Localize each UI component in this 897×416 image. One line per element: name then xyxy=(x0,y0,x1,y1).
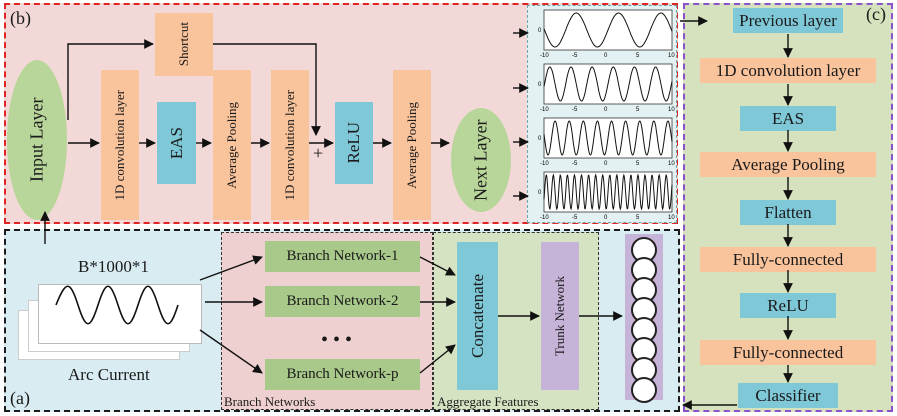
arrow-branchp-to-concat xyxy=(419,344,456,374)
panel-a-label: (a) xyxy=(10,388,30,408)
mini-plot-tick: 10 xyxy=(668,161,675,167)
panel-c-layer: Average Pooling xyxy=(700,152,876,177)
panel-c-label: (c) xyxy=(866,4,886,24)
conv1-box: 1D convolution layer xyxy=(101,70,139,220)
output-node-stack xyxy=(631,237,657,403)
mini-plot-tick: -5 xyxy=(572,161,578,167)
mini-plot-ytick: 0 xyxy=(538,136,542,142)
arrow-shortcut-to-add xyxy=(213,43,321,136)
mini-plot-tick: 10 xyxy=(668,53,675,59)
panel-c-layer: Fully-connected xyxy=(700,247,876,272)
mini-plot-curve xyxy=(543,66,673,102)
aggregate-features-label: Aggregate Features xyxy=(437,394,539,409)
shortcut-box: Shortcut xyxy=(155,13,213,76)
mini-plot-tick: 0 xyxy=(604,161,608,167)
mini-plot-tick: -5 xyxy=(572,107,578,113)
output-layer xyxy=(625,234,663,403)
mini-plot-tick: 5 xyxy=(636,161,640,167)
add-symbol: + xyxy=(313,143,324,163)
mini-plot-tick: 5 xyxy=(636,215,640,221)
mini-plot-tick: -5 xyxy=(572,53,578,59)
arc-current-waveforms xyxy=(18,284,202,360)
mini-plot-tick: 10 xyxy=(668,107,675,113)
trunk-network-box: Trunk Network xyxy=(541,242,579,390)
relu-box: ReLU xyxy=(335,102,373,184)
branch-network-p: Branch Network-p xyxy=(265,359,420,390)
mini-plot-tick: 0 xyxy=(604,107,608,113)
branch-networks-label: Branch Networks xyxy=(224,394,316,409)
mini-plot-tick: 10 xyxy=(668,215,675,221)
panel-c-layer: EAS xyxy=(740,106,836,131)
mini-plot-curve xyxy=(543,12,673,48)
mini-plot-tick: -10 xyxy=(540,53,549,59)
mini-plot-tick: -10 xyxy=(540,215,549,221)
mini-plot-tick: 5 xyxy=(636,107,640,113)
avgpool2-box: Average Pooling xyxy=(393,70,431,220)
arc-current-label: Arc Current xyxy=(68,365,150,384)
mini-plot-tick: -10 xyxy=(540,161,549,167)
mini-plot-curve xyxy=(543,173,673,211)
mini-plot-curve xyxy=(543,120,673,156)
mini-plot-tick: -5 xyxy=(572,215,578,221)
arrow-input-to-branchp xyxy=(199,329,263,374)
input-shape-label: B*1000*1 xyxy=(78,257,149,276)
conv2-box: 1D convolution layer xyxy=(271,70,309,220)
panel-c-layer: Classifier xyxy=(738,383,838,408)
mini-plot-tick: 0 xyxy=(604,53,608,59)
concatenate-box: Concatenate xyxy=(457,242,498,390)
panel-c-layer: ReLU xyxy=(740,293,836,318)
panel-c-layer: 1D convolution layer xyxy=(700,58,876,83)
arrow-input-to-branch1 xyxy=(199,255,263,281)
output-node xyxy=(631,257,657,283)
panel-b-label: (b) xyxy=(10,8,31,28)
mini-plot-ytick: 0 xyxy=(538,190,542,196)
panel-c-layer: Previous layer xyxy=(733,8,843,33)
mini-plot-ytick: 0 xyxy=(538,28,542,34)
arrow-input-to-shortcut xyxy=(67,39,154,120)
arc-current-trace xyxy=(55,285,179,325)
branch-network-2: Branch Network-2 xyxy=(265,286,420,317)
eas-box: EAS xyxy=(157,102,196,184)
mini-plot-tick: -10 xyxy=(540,107,549,113)
mini-plot-tick: 0 xyxy=(604,215,608,221)
panel-c-layer: Fully-connected xyxy=(700,340,876,365)
branch-ellipsis: • • • xyxy=(321,329,353,351)
avgpool1-box: Average Pooling xyxy=(213,70,251,220)
mini-plot-ytick: 0 xyxy=(538,82,542,88)
output-node xyxy=(631,377,657,403)
arrow-branch1-to-concat xyxy=(419,256,456,276)
branch-network-1: Branch Network-1 xyxy=(265,241,420,272)
mini-plot-tick: 5 xyxy=(636,53,640,59)
panel-c-layer: Flatten xyxy=(740,200,836,225)
